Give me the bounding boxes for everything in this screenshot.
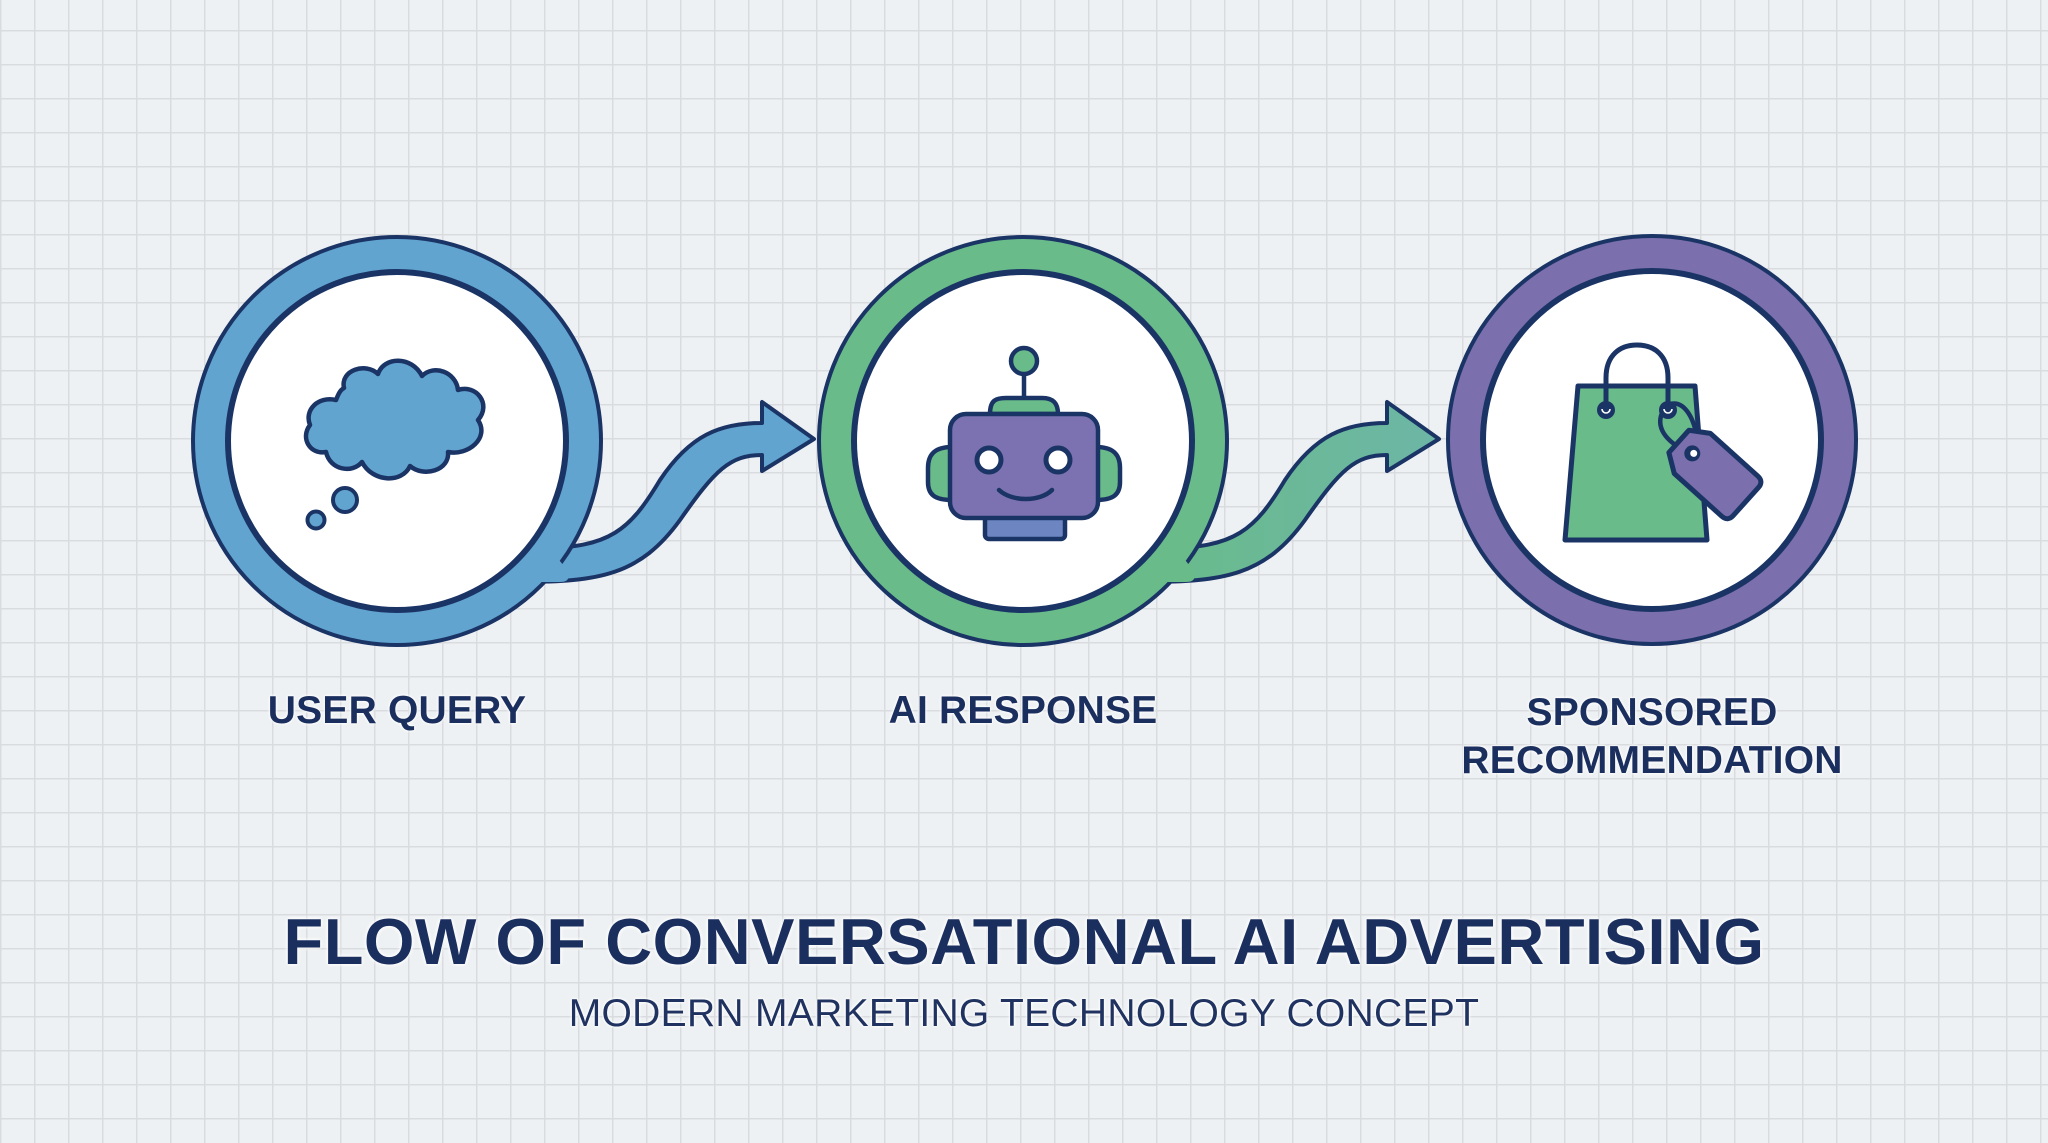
step-label-line1: AI RESPONSE bbox=[888, 689, 1158, 732]
curved-arrow-icon bbox=[1143, 400, 1441, 584]
step-user-query-node bbox=[191, 235, 816, 647]
step-label-line1: SPONSORED bbox=[1526, 691, 1778, 734]
diagram-subtitle: MODERN MARKETING TECHNOLOGY CONCEPT bbox=[568, 992, 1480, 1035]
step-sponsored-recommendation-node bbox=[1446, 234, 1858, 646]
step-label-line1: USER QUERY bbox=[267, 689, 527, 732]
shopping-bag-tag-icon bbox=[1562, 342, 1764, 543]
step-label-user-query: USER QUERY bbox=[197, 687, 597, 735]
step-label-ai-response: AI RESPONSE bbox=[823, 687, 1223, 735]
step-ai-response-node bbox=[817, 235, 1441, 647]
step-label-line2: RECOMMENDATION bbox=[1461, 739, 1843, 782]
step-label-sponsored-recommendation: SPONSORED RECOMMENDATION bbox=[1402, 689, 1902, 785]
robot-icon bbox=[925, 345, 1123, 542]
thought-cloud-icon bbox=[303, 358, 486, 531]
diagram-title: FLOW OF CONVERSATIONAL AI ADVERTISING bbox=[283, 905, 1765, 978]
curved-arrow-icon bbox=[518, 400, 816, 584]
